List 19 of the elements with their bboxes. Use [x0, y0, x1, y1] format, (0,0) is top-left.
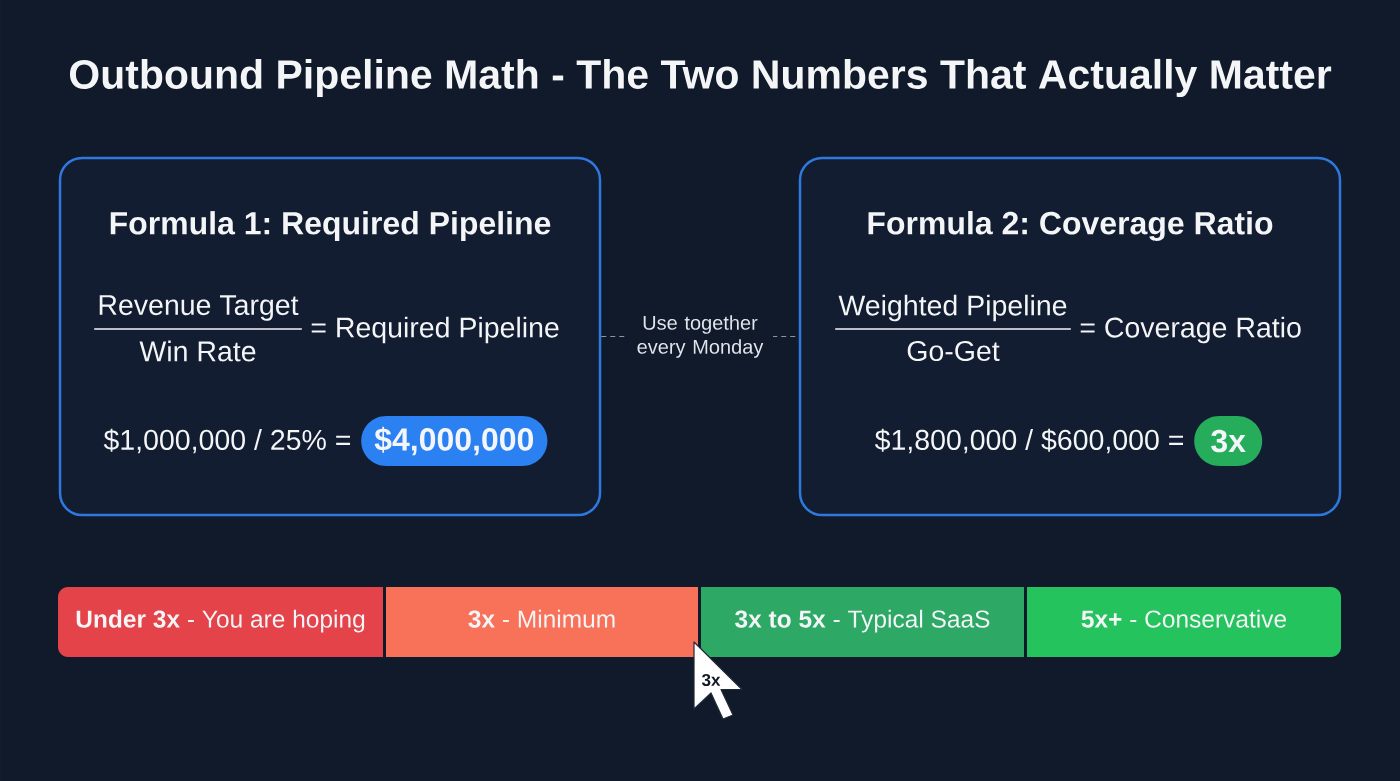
scale-segment: Under 3x - You are hoping	[58, 587, 383, 657]
card-heading: Formula 2: Coverage Ratio	[868, 211, 1273, 241]
fraction-numerator: Weighted Pipeline	[838, 294, 1067, 322]
scale-segment: 3x - Minimum	[386, 587, 698, 657]
fraction-denominator: Go-Get	[907, 340, 1000, 362]
result-badge: $4,000,000	[361, 416, 548, 466]
edge-label: Use together every Monday	[627, 313, 773, 360]
formula-result: = Coverage Ratio	[1080, 316, 1301, 344]
result-badge: 3x	[1194, 416, 1263, 466]
calculation-text: $1,000,000 / 25% =	[103, 428, 350, 454]
scale-segment: 5x+ - Conservative	[1027, 587, 1341, 657]
pointer-cursor: 3x	[693, 641, 743, 720]
fraction-denominator: Win Rate	[139, 340, 256, 362]
card-heading: Formula 1: Required Pipeline	[110, 211, 551, 241]
formula-result: = Required Pipeline	[311, 316, 559, 344]
fraction-numerator: Revenue Target	[99, 295, 299, 321]
title: Outbound Pipeline Math - The Two Numbers That Actually Matter	[69, 58, 1332, 98]
scale-segment: 3x to 5x - Typical SaaS	[701, 587, 1024, 657]
calculation-text: $1,800,000 / $600,000 =	[874, 428, 1183, 454]
